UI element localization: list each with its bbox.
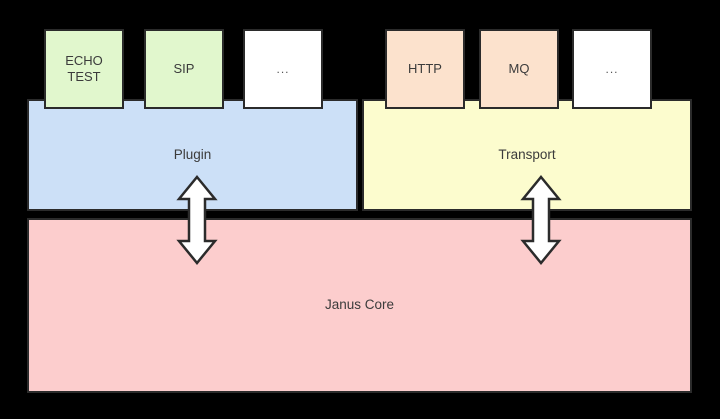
transport-layer-label: Transport: [498, 146, 556, 162]
janus-core-band: Janus Core: [27, 218, 692, 393]
janus-core-label: Janus Core: [324, 297, 395, 313]
module-echo-test-label: ECHO TEST: [65, 52, 103, 84]
module-plugin-more: ...: [243, 29, 323, 109]
plugin-layer-label: Plugin: [173, 146, 212, 162]
module-echo-test: ECHO TEST: [44, 29, 124, 109]
module-mq: MQ: [479, 29, 559, 109]
module-sip-label: SIP: [173, 60, 195, 76]
double-headed-arrow-icon-plugin-core: [176, 175, 218, 265]
module-plugin-more-label: ...: [276, 61, 290, 76]
module-sip: SIP: [144, 29, 224, 109]
module-transport-more: ...: [572, 29, 652, 109]
module-transport-more-label: ...: [605, 61, 619, 76]
module-mq-label: MQ: [508, 60, 530, 76]
module-http-label: HTTP: [408, 60, 442, 76]
double-headed-arrow-icon-transport-core: [520, 175, 562, 265]
module-http: HTTP: [385, 29, 465, 109]
